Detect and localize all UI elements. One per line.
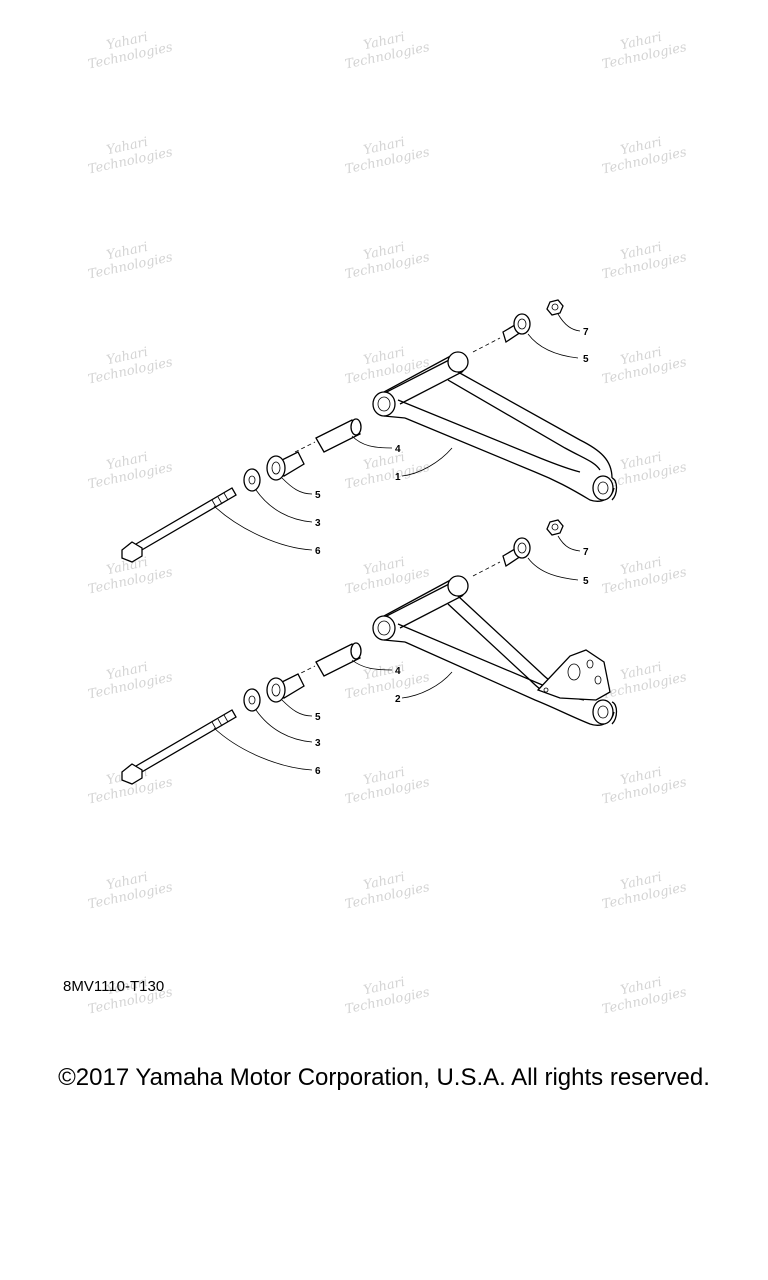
watermark-text: YahariTechnologies [341,550,432,597]
upper-callout-5-left: 5 [315,490,321,501]
watermark-text: YahariTechnologies [84,25,175,72]
watermark-text: YahariTechnologies [598,760,689,807]
watermark-text: YahariTechnologies [84,130,175,177]
lower-callout-2: 2 [395,694,401,705]
upper-callout-3: 3 [315,518,321,529]
watermark-text: YahariTechnologies [341,865,432,912]
lower-callout-7: 7 [583,547,589,558]
watermark-text: YahariTechnologies [598,865,689,912]
watermark-text: YahariTechnologies [598,340,689,387]
watermark-text: YahariTechnologies [341,235,432,282]
watermark-text: YahariTechnologies [598,655,689,702]
lower-callout-4: 4 [395,666,401,677]
watermark-text: YahariTechnologies [84,235,175,282]
lower-callout-3: 3 [315,738,321,749]
lower-callout-5-right: 5 [583,576,589,587]
upper-callout-6: 6 [315,546,321,557]
watermark-text: YahariTechnologies [341,130,432,177]
watermark-text: YahariTechnologies [341,445,432,492]
lower-a-arm-assembly: 7 5 4 2 5 3 6 [121,519,618,785]
upper-a-arm-assembly: 7 5 4 1 5 3 6 [121,299,618,563]
upper-callout-4: 4 [395,444,401,455]
watermark-text: YahariTechnologies [84,445,175,492]
watermark-text: YahariTechnologies [84,865,175,912]
watermark-text: YahariTechnologies [341,655,432,702]
upper-callout-7: 7 [583,327,589,338]
watermark-text: YahariTechnologies [341,340,432,387]
watermark-text: YahariTechnologies [598,235,689,282]
ball-joint-boss [592,475,614,501]
watermark-text: YahariTechnologies [84,655,175,702]
watermark-text: YahariTechnologies [598,550,689,597]
shock-mount-bracket [536,649,611,701]
pivot-bushing-end [372,391,396,417]
diagram-code-label: 8MV1110-T130 [63,978,165,995]
lower-callout-5-left: 5 [315,712,321,723]
watermark-text: YahariTechnologies [341,760,432,807]
watermark-text: YahariTechnologies [341,25,432,72]
lower-callout-6: 6 [315,766,321,777]
ball-joint-boss-lower [592,699,614,725]
copyright-notice: ©2017 Yamaha Motor Corporation, U.S.A. A… [58,1064,710,1091]
watermark-text: YahariTechnologies [84,340,175,387]
watermark-text: YahariTechnologies [598,25,689,72]
upper-callout-1: 1 [395,472,401,483]
upper-callout-5-right: 5 [583,354,589,365]
watermark-text: YahariTechnologies [341,970,432,1017]
watermark-text: YahariTechnologies [598,130,689,177]
watermark-text: YahariTechnologies [598,970,689,1017]
